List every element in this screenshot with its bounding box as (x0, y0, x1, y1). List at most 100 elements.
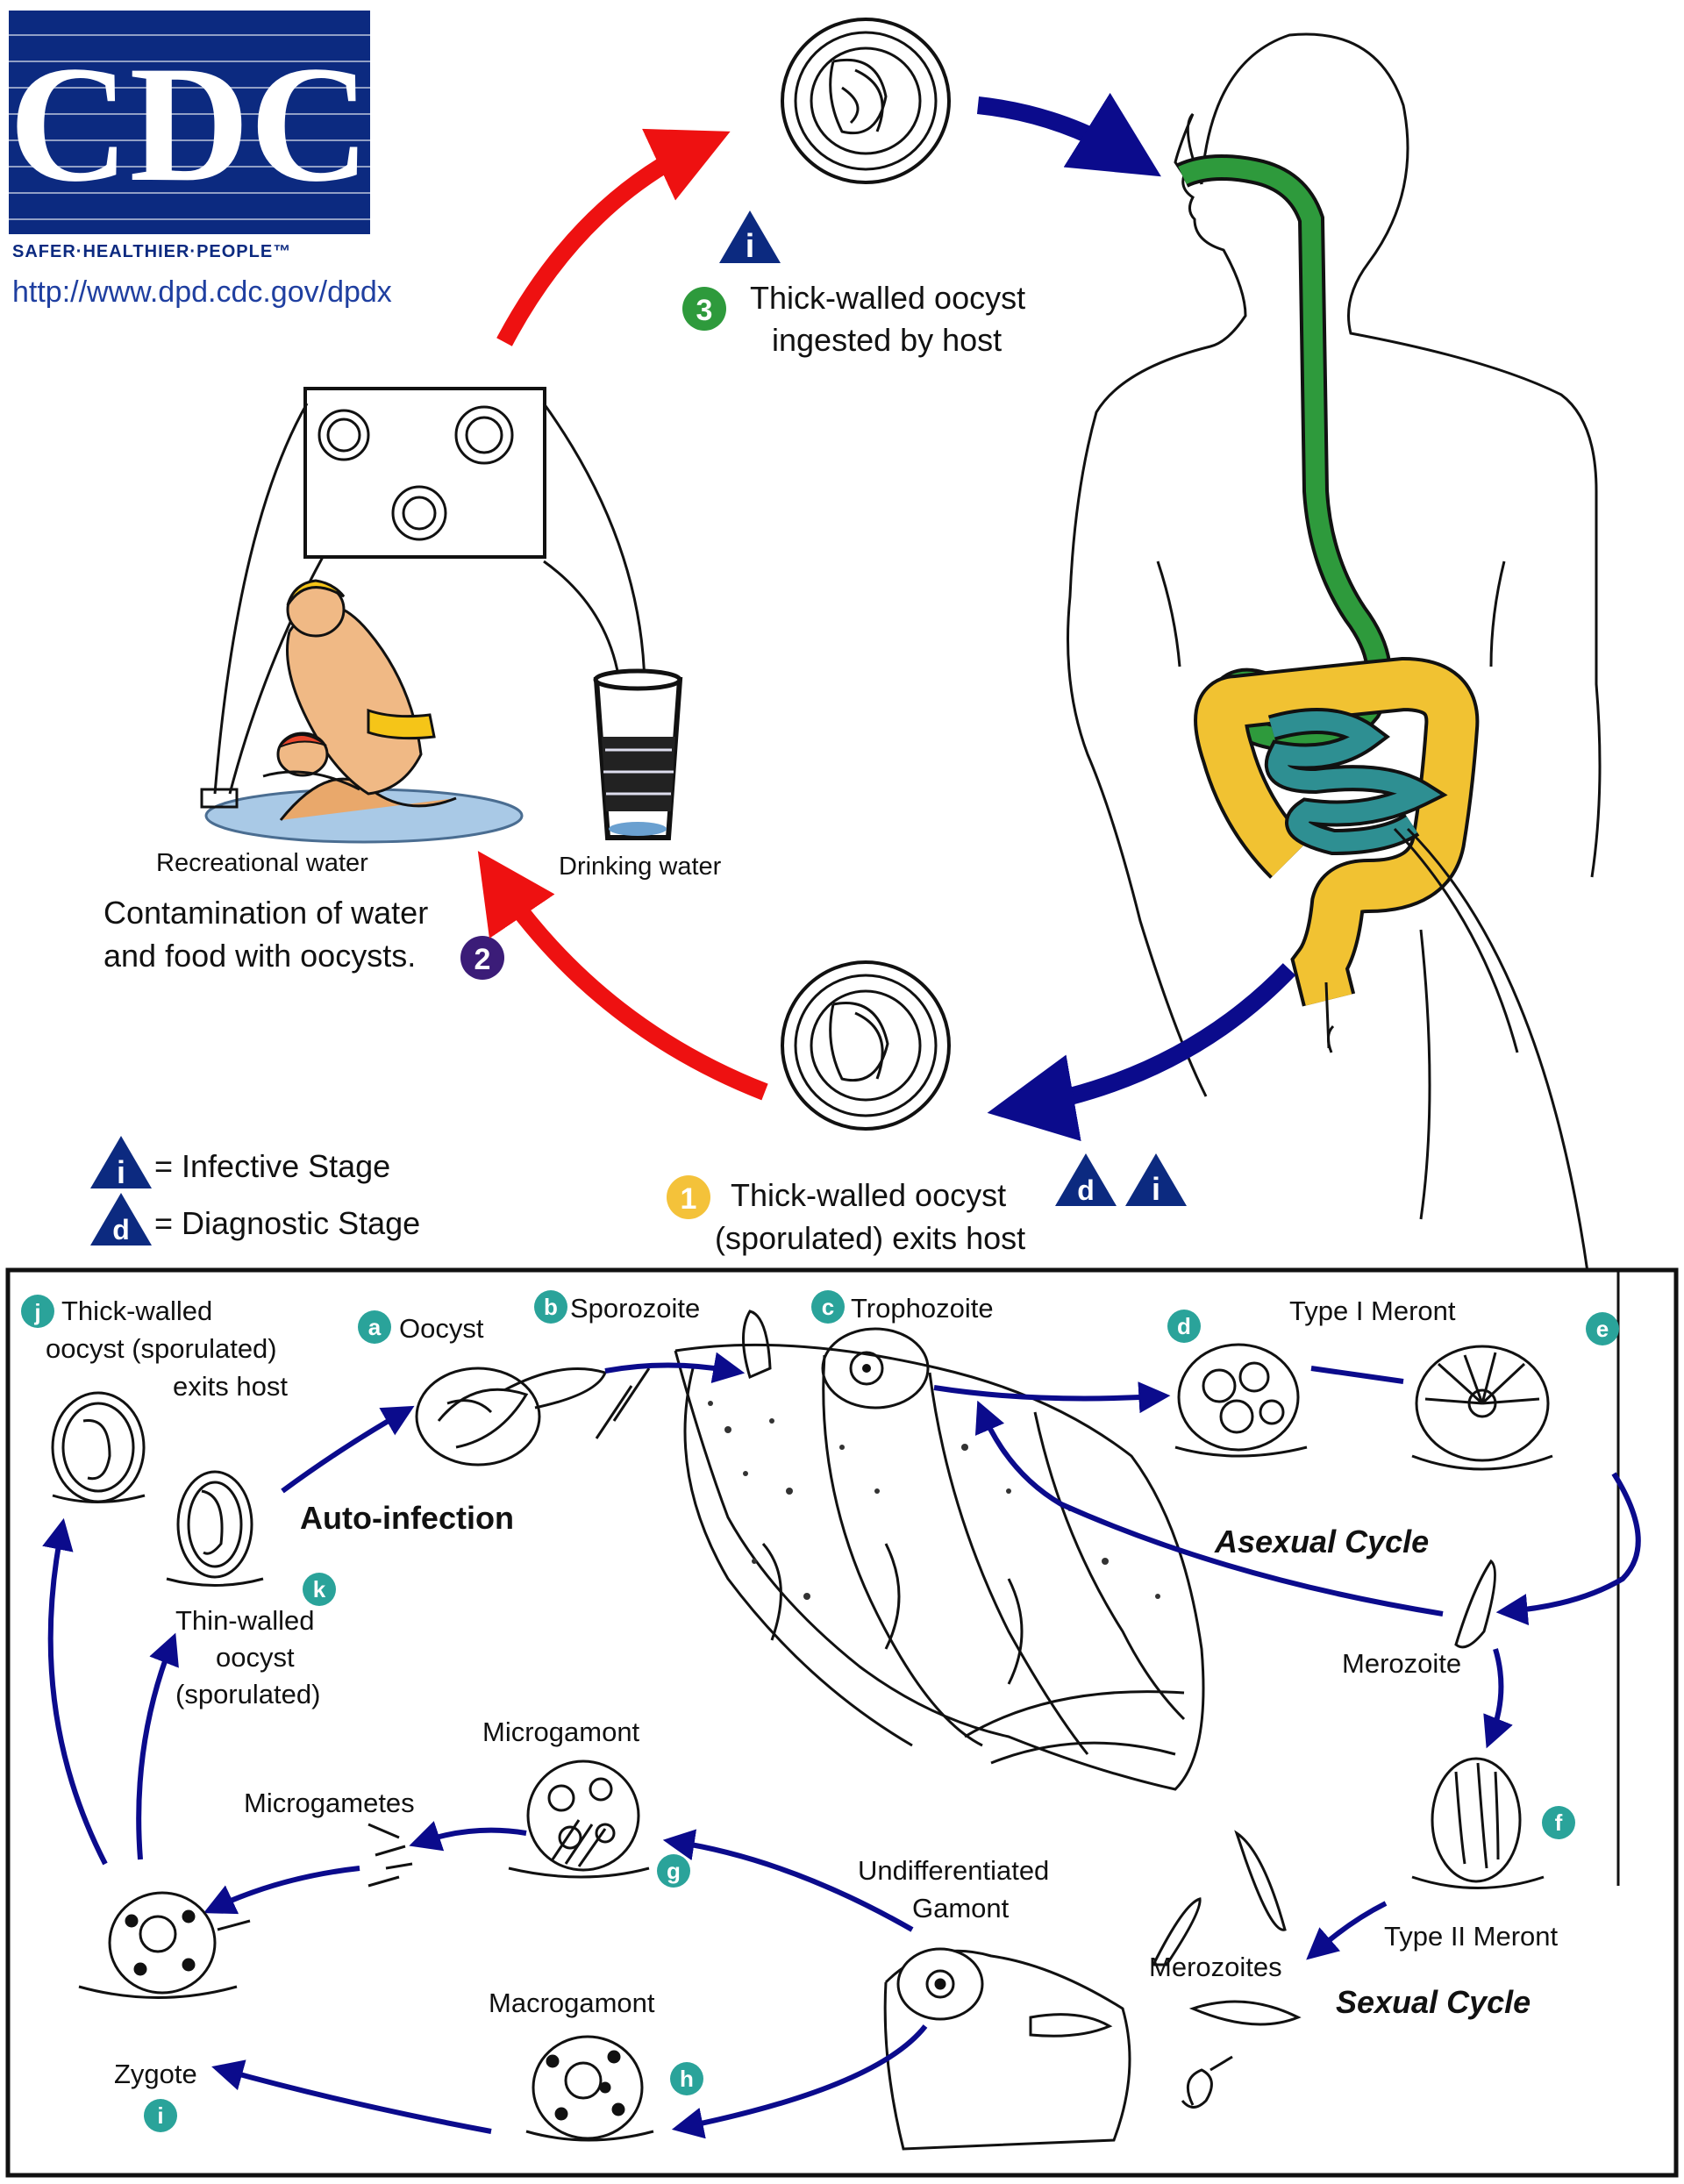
excysting-oocyst-illustration (415, 1367, 608, 1467)
merozoite-label: Merozoite (1342, 1648, 1461, 1679)
svg-text:d: d (112, 1214, 130, 1245)
sexual-cycle-label: Sexual Cycle (1336, 1984, 1531, 2020)
developmental-cycle-box (5, 1267, 1679, 2178)
svg-text:b: b (544, 1294, 558, 1320)
svg-text:i: i (746, 228, 755, 265)
merozoite-illustration (1454, 1559, 1496, 1649)
epithelium-dots (708, 1401, 1160, 1600)
arrow-type1-to-merozoite (1495, 1472, 1641, 1626)
step-3-badge: 3 (682, 287, 726, 331)
step-b-badge: b (534, 1290, 567, 1324)
svg-text:i: i (157, 2102, 163, 2129)
magnification-line-2 (1393, 827, 1519, 1053)
oocyst-exit-illustration (781, 960, 951, 1131)
svg-text:h: h (680, 2066, 694, 2092)
arrow-oocyst-to-sporozoite (604, 1352, 746, 1384)
red-arrow-to-ingestion (496, 128, 731, 346)
step-a-badge: a (358, 1310, 391, 1344)
svg-text:i: i (1152, 1171, 1160, 1207)
step-f-badge: f (1542, 1806, 1575, 1839)
legend-infective-text: = Infective Stage (154, 1148, 390, 1184)
auto-infection-label: Auto-infection (300, 1500, 514, 1536)
thin-walled-oocyst-illustration (166, 1470, 264, 1587)
svg-text:i: i (117, 1154, 125, 1190)
infective-stage-triangle-icon: i (719, 211, 781, 265)
arrow-microgametes-to-zygote (203, 1866, 360, 1915)
human-body-outline (1067, 32, 1602, 1220)
asexual-cycle-label: Asexual Cycle (1214, 1524, 1429, 1559)
arrow-thin-oocyst-to-oocyst (281, 1405, 415, 1494)
microgamont-label: Microgamont (482, 1717, 640, 1747)
thin-walled-oocyst-label: Thin-walled oocyst (sporulated) (175, 1605, 322, 1709)
svg-text:g: g (667, 1858, 681, 1884)
step-k-badge: k (303, 1573, 336, 1606)
type-1-meront-e-illustration (1411, 1345, 1553, 1471)
swimmers-illustration (200, 579, 524, 844)
svg-text:a: a (368, 1314, 382, 1340)
arrow-gamont-to-microgamont (662, 1829, 914, 1932)
cdc-logo: CDC SAFER·HEALTHIER·PEOPLE™ http://www.d… (9, 11, 392, 309)
arrow-merozoite-to-trophozoite (974, 1400, 1444, 1617)
exit-arrow (987, 963, 1296, 1142)
step-i-badge: i (144, 2099, 177, 2132)
sporozoite-label: Sporozoite (570, 1293, 700, 1324)
svg-text:d: d (1177, 1313, 1191, 1339)
step-2-label: Contamination of water and food with ooc… (103, 895, 437, 974)
svg-text:k: k (313, 1576, 326, 1602)
step-e-badge: e (1586, 1312, 1619, 1345)
dash-d-to-e (1310, 1366, 1404, 1384)
arrow-gamont-to-macrogamont (671, 2024, 928, 2139)
merozoites-illustration (1151, 1830, 1302, 2026)
undifferentiated-gamont-illustration (883, 1947, 1131, 2151)
undifferentiated-gamont-label: Undifferentiated Gamont (858, 1855, 1057, 1923)
merozoites-label: Merozoites (1149, 1952, 1282, 1982)
thick-walled-oocyst-j-illustration (51, 1391, 146, 1503)
step-g-badge: g (657, 1854, 690, 1888)
esophagus (1176, 154, 1392, 755)
arrow-macrogamont-to-zygote (211, 2059, 492, 2134)
trophozoite-label: Trophozoite (851, 1293, 994, 1324)
arrow-type2-to-merozoites (1306, 1901, 1388, 1960)
arrow-zygote-to-j (42, 1517, 108, 1866)
step-h-badge: h (670, 2062, 703, 2095)
diagnostic-stage-triangle-icon: d (1055, 1153, 1117, 1206)
diagnostic-stage-legend-icon: d (90, 1193, 152, 1245)
step-1-label: Thick-walled oocyst (sporulated) exits h… (715, 1177, 1025, 1256)
trophozoite-illustration (821, 1327, 930, 1410)
legend: i = Infective Stage d = Diagnostic Stage (90, 1136, 420, 1245)
sporozoite-illustration (742, 1310, 772, 1380)
infective-stage-legend-icon: i (90, 1136, 152, 1190)
drinking-glass-illustration (593, 668, 683, 840)
intestinal-epithelium-illustration (595, 1343, 1205, 1791)
legend-diagnostic-text: = Diagnostic Stage (154, 1205, 420, 1241)
recreational-water-label: Recreational water (156, 849, 368, 877)
svg-text:j: j (33, 1299, 40, 1325)
oocyst-top-illustration (781, 18, 951, 184)
svg-text:3: 3 (696, 294, 713, 327)
step-j-label: Thick-walled oocyst (sporulated) exits h… (46, 1295, 288, 1402)
svg-text:e: e (1596, 1316, 1609, 1342)
type-2-meront-label: Type II Meront (1384, 1921, 1559, 1952)
svg-text:d: d (1077, 1174, 1095, 1206)
step-1-badge: 1 (667, 1175, 710, 1219)
microgametes-illustration (367, 1823, 413, 1888)
macrogamont-illustration (525, 2035, 654, 2142)
microgamete-flagellum-illustration (1181, 2055, 1233, 2109)
svg-text:c: c (822, 1294, 834, 1320)
zygote-label: Zygote (114, 2059, 197, 2089)
digestive-tract (1176, 154, 1480, 1049)
cdc-tagline: SAFER·HEALTHIER·PEOPLE™ (12, 242, 291, 261)
svg-text:f: f (1555, 1809, 1563, 1836)
arrow-trophozoite-to-type1 (933, 1381, 1171, 1414)
drinking-water-label: Drinking water (559, 853, 722, 881)
macrogamont-label: Macrogamont (489, 1988, 655, 2018)
cdc-url: http://www.dpd.cdc.gov/dpdx (12, 275, 392, 309)
arrow-merozoite-to-type2 (1483, 1648, 1513, 1749)
microgamont-illustration (508, 1759, 650, 1879)
oocysts-in-water-box (213, 387, 646, 795)
svg-text:1: 1 (681, 1182, 697, 1216)
step-2-badge: 2 (460, 936, 504, 980)
arrow-zygote-to-thin-oocyst (136, 1632, 179, 1860)
infective-stage-triangle-icon-step1: i (1125, 1153, 1187, 1207)
